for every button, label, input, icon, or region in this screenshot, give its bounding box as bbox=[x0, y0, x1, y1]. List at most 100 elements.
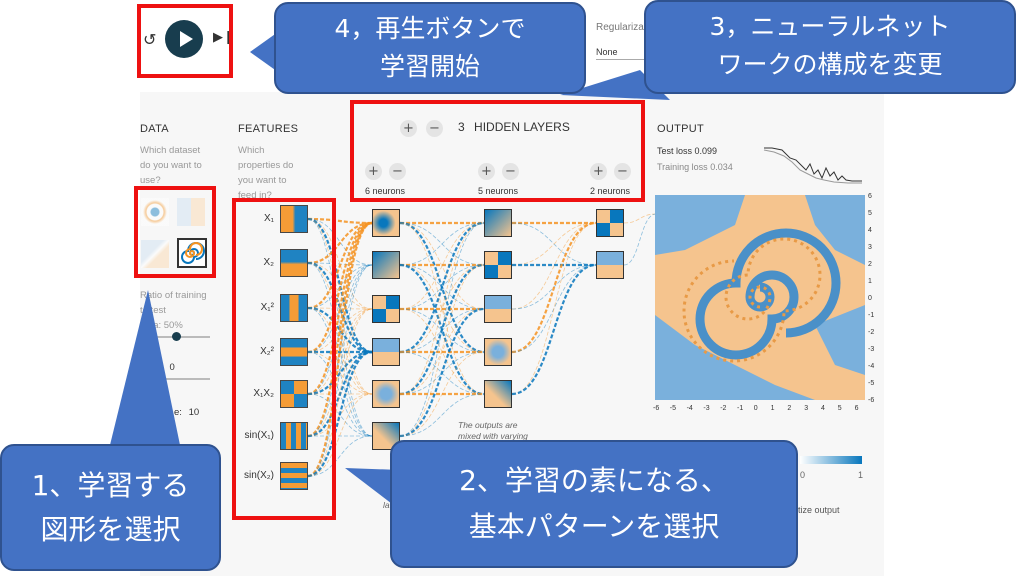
remove-neuron-button[interactable]: − bbox=[502, 163, 519, 180]
callout-step1: 1、学習する 図形を選択 bbox=[0, 444, 221, 571]
play-button[interactable] bbox=[165, 20, 203, 58]
x-tick: 6 bbox=[854, 405, 859, 412]
callout-step3-line: ワークの構成を変更 bbox=[717, 50, 943, 79]
network-link bbox=[307, 264, 373, 477]
highlight-play bbox=[137, 4, 233, 78]
y-tick: 0 bbox=[868, 295, 872, 302]
remove-neuron-button[interactable]: − bbox=[389, 163, 406, 180]
hidden-neuron[interactable] bbox=[484, 338, 512, 366]
batch-label-text: e: bbox=[174, 407, 182, 418]
network-link bbox=[307, 350, 373, 478]
loss-chart bbox=[763, 147, 862, 184]
step-icon[interactable]: ▶❙ bbox=[213, 30, 234, 45]
reset-icon[interactable]: ↺ bbox=[143, 30, 157, 49]
callout-step3-line: 3，ニューラルネット bbox=[709, 12, 951, 41]
remove-neuron-button[interactable]: − bbox=[614, 163, 631, 180]
add-neuron-button[interactable]: + bbox=[478, 163, 495, 180]
feature-node[interactable] bbox=[280, 249, 308, 277]
network-link bbox=[399, 393, 485, 437]
network-link bbox=[399, 264, 485, 353]
add-layer-button[interactable]: + bbox=[400, 120, 417, 137]
feature-label: X₂² bbox=[260, 346, 274, 357]
feature-label: X₂ bbox=[263, 257, 274, 268]
hidden-neuron[interactable] bbox=[372, 251, 400, 279]
network-link bbox=[307, 350, 373, 438]
y-tick: 5 bbox=[868, 210, 872, 217]
callout-step1-line: 図形を選択 bbox=[40, 513, 181, 546]
network-link bbox=[307, 221, 373, 478]
feature-label: X₁X₂ bbox=[253, 388, 274, 399]
dataset-spiral[interactable] bbox=[177, 238, 207, 268]
y-tick: 2 bbox=[868, 261, 872, 268]
features-title: FEATURES bbox=[238, 123, 299, 135]
discretize-label[interactable]: retize output bbox=[790, 505, 840, 515]
output-plot bbox=[655, 195, 865, 400]
feature-node[interactable] bbox=[280, 380, 308, 408]
callout-step2-line: 2、学習の素になる、 bbox=[459, 464, 729, 497]
hidden-neuron[interactable] bbox=[596, 209, 624, 237]
y-tick: -5 bbox=[868, 380, 875, 387]
network-link bbox=[623, 213, 657, 266]
feature-node[interactable] bbox=[280, 422, 308, 450]
play-icon bbox=[180, 31, 193, 47]
feature-node[interactable] bbox=[280, 338, 308, 366]
network-link bbox=[307, 217, 373, 354]
ratio-slider-thumb[interactable] bbox=[172, 332, 181, 341]
y-tick: -6 bbox=[868, 397, 875, 404]
callout-step1-line: 1、学習する bbox=[31, 469, 190, 502]
ratio-slider[interactable] bbox=[140, 332, 210, 341]
x-tick: 1 bbox=[770, 405, 775, 412]
feature-node[interactable] bbox=[280, 294, 308, 322]
features-question-line: properties do bbox=[238, 160, 294, 171]
regularization-select[interactable]: None bbox=[596, 40, 656, 60]
y-tick: -1 bbox=[868, 312, 875, 319]
network-link bbox=[307, 307, 373, 437]
network-link bbox=[307, 262, 373, 437]
batch-label: e: 10 bbox=[174, 405, 199, 420]
x-tick: 5 bbox=[837, 405, 842, 412]
ratio-line: to test bbox=[140, 305, 166, 316]
test-loss-value: 0.099 bbox=[694, 146, 718, 156]
feature-label: X₁ bbox=[263, 213, 274, 224]
network-link bbox=[307, 308, 373, 437]
hidden-neuron[interactable] bbox=[484, 251, 512, 279]
hidden-neuron[interactable] bbox=[484, 380, 512, 408]
regularization-value: None bbox=[596, 47, 618, 57]
hidden-neuron[interactable] bbox=[372, 380, 400, 408]
dataset-xor[interactable] bbox=[177, 198, 205, 226]
dataset-circle[interactable] bbox=[141, 198, 169, 226]
network-link bbox=[399, 222, 485, 266]
test-loss: Test loss 0.099 bbox=[657, 146, 717, 156]
ratio-label: Ratio of training to test data: 50% bbox=[140, 288, 207, 333]
network-link bbox=[399, 351, 485, 437]
training-loss: Training loss 0.034 bbox=[657, 162, 733, 172]
hidden-neuron[interactable] bbox=[372, 338, 400, 366]
dataset-gauss[interactable] bbox=[141, 240, 169, 268]
noise-slider[interactable] bbox=[140, 378, 210, 380]
hidden-neuron[interactable] bbox=[372, 209, 400, 237]
legend-tick-0: 0 bbox=[800, 470, 806, 480]
test-loss-label: Test loss bbox=[657, 146, 693, 156]
feature-node[interactable] bbox=[280, 205, 308, 233]
data-question-line: use? bbox=[140, 175, 161, 186]
network-link bbox=[307, 264, 373, 353]
remove-layer-button[interactable]: − bbox=[426, 120, 443, 137]
feature-node[interactable] bbox=[280, 462, 308, 490]
network-link bbox=[511, 263, 597, 396]
x-tick: 3 bbox=[804, 405, 809, 412]
data-question-line: do you want to bbox=[140, 160, 202, 171]
hidden-neuron[interactable] bbox=[596, 251, 624, 279]
hidden-neuron[interactable] bbox=[484, 209, 512, 237]
training-loss-label: Training loss bbox=[657, 162, 708, 172]
x-tick: -4 bbox=[686, 405, 693, 412]
y-tick: -4 bbox=[868, 363, 875, 370]
hidden-neuron[interactable] bbox=[484, 295, 512, 323]
network-link bbox=[307, 218, 373, 266]
hidden-neuron[interactable] bbox=[372, 295, 400, 323]
add-neuron-button[interactable]: + bbox=[365, 163, 382, 180]
y-tick: 1 bbox=[868, 278, 872, 285]
network-link bbox=[511, 221, 597, 354]
add-neuron-button[interactable]: + bbox=[590, 163, 607, 180]
